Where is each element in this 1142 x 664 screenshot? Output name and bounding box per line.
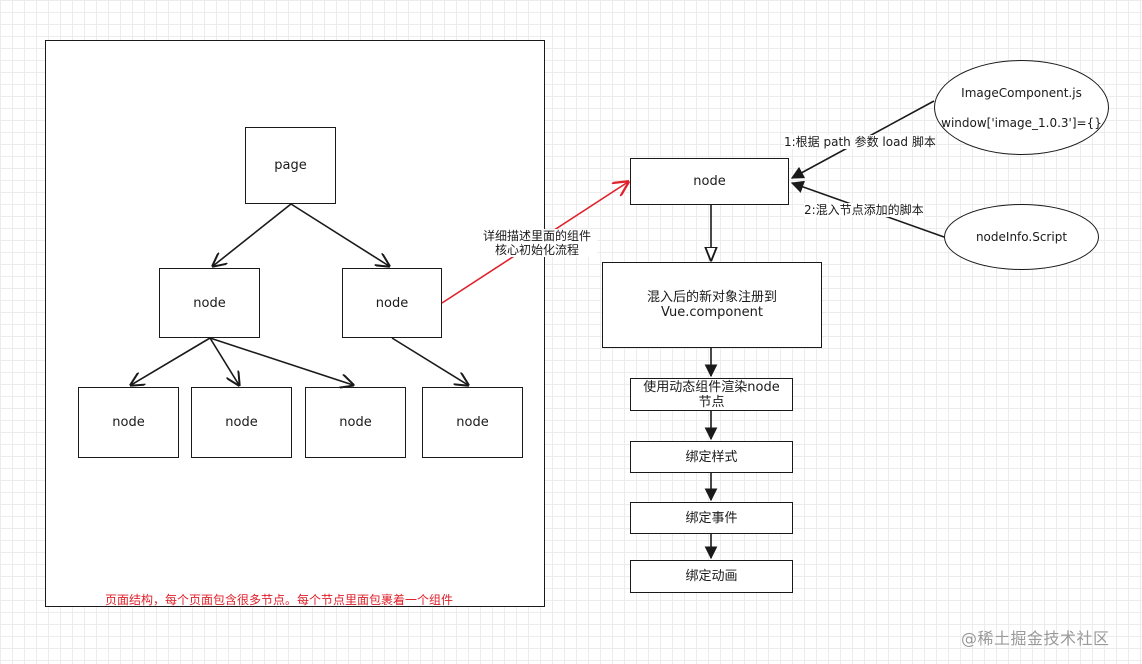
page-structure-frame	[45, 40, 545, 607]
tree-node-left: node	[159, 268, 260, 338]
flow-render-box: 使用动态组件渲染node 节点	[630, 378, 793, 411]
tree-page-box: page	[245, 127, 336, 204]
tree-leaf-2: node	[191, 387, 292, 458]
step1-load-label: 1:根据 path 参数 load 脚本	[784, 135, 936, 149]
flow-bind-style-box: 绑定样式	[630, 441, 793, 473]
page-structure-caption: 页面结构，每个页面包含很多节点。每个节点里面包裹着一个组件	[105, 593, 454, 607]
nodeinfo-script-label: nodeInfo.Script	[975, 230, 1068, 244]
tree-leaf-3: node	[305, 387, 406, 458]
flow-bind-event-box: 绑定事件	[630, 502, 793, 534]
tree-leaf-1: node	[78, 387, 179, 458]
tree-node-right: node	[342, 268, 442, 338]
flow-node-box: node	[630, 158, 789, 205]
watermark-text: @稀土掘金技术社区	[961, 629, 1110, 648]
step2-mixin-label: 2:混入节点添加的脚本	[804, 203, 924, 217]
flow-bind-animation-box: 绑定动画	[630, 560, 793, 593]
flow-register-box: 混入后的新对象注册到 Vue.component	[602, 262, 822, 348]
image-component-filename: ImageComponent.js	[961, 85, 1082, 100]
nodeinfo-script-ellipse: nodeInfo.Script	[944, 204, 1099, 270]
red-link-note: 详细描述里面的组件 核心初始化流程	[477, 229, 597, 257]
image-component-code: window['image_1.0.3']={}	[941, 115, 1102, 130]
tree-leaf-4: node	[422, 387, 523, 458]
image-component-ellipse: ImageComponent.js window['image_1.0.3']=…	[934, 60, 1109, 155]
